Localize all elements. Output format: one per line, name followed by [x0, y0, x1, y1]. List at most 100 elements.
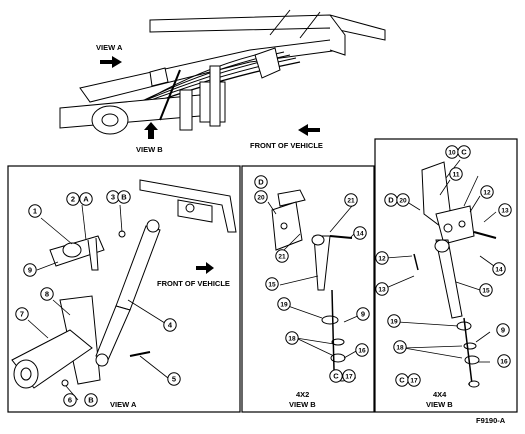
- view-b-arrow-icon: [144, 122, 158, 139]
- callout-label: 8: [45, 290, 49, 299]
- callout-4x2-8: 18: [285, 331, 299, 345]
- callout-view_a-6: 8: [40, 287, 54, 301]
- callout-4x2-1: 20: [254, 190, 268, 204]
- callout-label: 19: [390, 319, 398, 326]
- callout-label: 17: [345, 374, 353, 381]
- callout-4x4-12: 9: [496, 323, 510, 337]
- callout-4x4-0: 10: [445, 145, 459, 159]
- callout-label: D: [258, 178, 264, 187]
- overview-view-b-label: VIEW B: [136, 145, 163, 154]
- callout-label: 20: [257, 195, 265, 202]
- callout-4x4-10: 15: [479, 283, 493, 297]
- figure-id: F9190-A: [476, 416, 506, 425]
- callout-4x4-8: 14: [492, 262, 506, 276]
- front-arrow-icon: [298, 124, 320, 136]
- callout-view_a-0: 1: [28, 204, 42, 218]
- callout-view_a-5: 9: [23, 263, 37, 277]
- callout-label: 21: [278, 254, 286, 261]
- callout-view_a-11: B: [84, 393, 98, 407]
- callout-4x4-5: 12: [480, 185, 494, 199]
- callout-label: 17: [410, 378, 418, 385]
- callout-4x4-1: C: [457, 145, 471, 159]
- callout-label: C: [399, 376, 405, 385]
- view-a-front-label: FRONT OF VEHICLE: [157, 279, 230, 288]
- callout-4x2-5: 15: [265, 277, 279, 291]
- callout-label: 4: [168, 321, 173, 330]
- callout-label: 18: [288, 336, 296, 343]
- callout-view_a-4: B: [117, 190, 131, 204]
- panel-view-a: [7, 165, 241, 413]
- callout-4x4-3: D: [384, 193, 398, 207]
- view-a-arrow-icon: [100, 56, 122, 68]
- callout-4x4-16: 17: [407, 373, 421, 387]
- callout-label: 2: [71, 195, 75, 204]
- view-4x2-config: 4X2: [296, 390, 309, 399]
- panel-4x2: [241, 165, 375, 413]
- callout-4x2-3: 21: [275, 249, 289, 263]
- view-a-caption: VIEW A: [110, 400, 137, 409]
- view-4x2-caption: VIEW B: [289, 400, 316, 409]
- callout-label: 7: [20, 310, 24, 319]
- callout-label: B: [121, 193, 127, 202]
- callout-label: 13: [501, 208, 509, 215]
- overview-front-label: FRONT OF VEHICLE: [250, 141, 323, 150]
- callout-label: 5: [172, 375, 176, 384]
- callout-label: 21: [347, 198, 355, 205]
- callout-4x4-14: 16: [497, 354, 511, 368]
- view-4x2-leaders: [267, 201, 361, 379]
- callout-label: 20: [399, 198, 407, 205]
- callout-4x2-10: C: [329, 369, 343, 383]
- callout-view_a-2: A: [79, 192, 93, 206]
- callout-label: C: [333, 372, 339, 381]
- callout-label: C: [461, 148, 467, 157]
- callout-4x4-11: 19: [387, 314, 401, 328]
- callout-view_a-7: 7: [15, 307, 29, 321]
- callout-label: 19: [280, 302, 288, 309]
- callout-label: 10: [448, 150, 456, 157]
- callout-4x4-15: C: [395, 373, 409, 387]
- callout-label: 1: [33, 207, 37, 216]
- callout-view_a-10: 6: [63, 393, 77, 407]
- callout-label: 6: [68, 396, 72, 405]
- callout-label: 11: [453, 172, 460, 179]
- callout-label: 14: [356, 231, 364, 238]
- callout-4x4-4: 20: [396, 193, 410, 207]
- view-4x2-drawing: [271, 189, 353, 382]
- callout-4x4-9: 13: [375, 282, 389, 296]
- callout-label: 12: [483, 190, 491, 197]
- callout-label: 18: [396, 345, 404, 352]
- callout-4x4-13: 18: [393, 340, 407, 354]
- callout-label: 15: [268, 282, 276, 289]
- callout-label: 3: [111, 193, 115, 202]
- overview-drawing: [59, 9, 386, 135]
- callout-4x2-6: 19: [277, 297, 291, 311]
- view-4x4-drawing: [413, 161, 497, 388]
- callout-4x4-2: 11: [449, 167, 463, 181]
- panel-4x4: [374, 138, 518, 413]
- callout-view_a-9: 5: [167, 372, 181, 386]
- view-a-front-arrow-icon: [196, 262, 214, 274]
- callout-view_a-1: 2: [66, 192, 80, 206]
- callout-label: 14: [495, 267, 503, 274]
- callout-label: 15: [482, 288, 490, 295]
- callout-4x2-7: 9: [356, 307, 370, 321]
- callout-4x4-7: 12: [375, 251, 389, 265]
- callout-view_a-8: 4: [163, 318, 177, 332]
- callout-label: B: [88, 396, 94, 405]
- callout-label: 9: [501, 326, 505, 335]
- callout-label: 12: [378, 256, 386, 263]
- callout-label: A: [83, 195, 89, 204]
- callout-label: D: [388, 196, 394, 205]
- view-4x4-config: 4X4: [433, 390, 447, 399]
- view-a-drawing: [11, 179, 237, 389]
- callout-label: 16: [500, 359, 508, 366]
- callout-4x2-0: D: [254, 175, 268, 189]
- overview-view-a-label: VIEW A: [96, 43, 123, 52]
- view-4x4-caption: VIEW B: [426, 400, 453, 409]
- callout-label: 16: [358, 348, 366, 355]
- callout-4x2-9: 16: [355, 343, 369, 357]
- callout-label: 13: [378, 287, 386, 294]
- callout-4x2-2: 21: [344, 193, 358, 207]
